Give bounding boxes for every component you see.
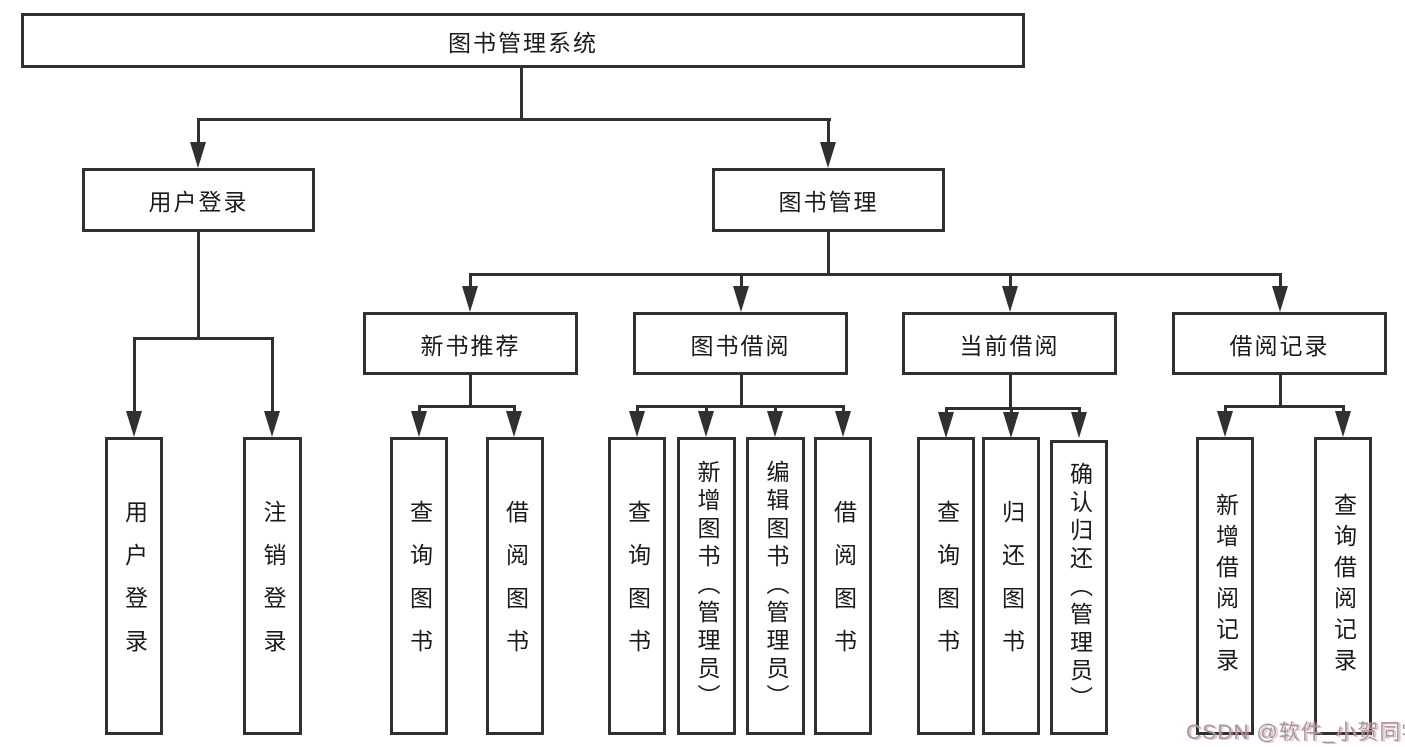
connector-current-stem — [1009, 375, 1012, 407]
connector-book-mgmt-branch — [469, 273, 1282, 276]
connector-stub — [469, 273, 472, 287]
leaf-logout-login: 注销登录 — [243, 437, 302, 735]
leaf-query-books-current: 查询图书 — [917, 437, 975, 735]
arrowhead — [820, 142, 836, 168]
arrowhead — [1335, 411, 1351, 437]
arrowhead — [1003, 412, 1019, 438]
connector-user-login-stem — [197, 232, 200, 337]
leaf-label: 确认归还（管理员） — [1066, 461, 1093, 714]
csdn-watermark: CSDN @软件_小贺同学 — [1186, 721, 1405, 744]
arrowhead — [506, 411, 522, 437]
leaf-label: 编辑图书（管理员） — [763, 460, 789, 712]
leaf-label: 查询图书 — [406, 500, 433, 672]
connector-records-branch — [1224, 405, 1345, 408]
arrowhead — [126, 411, 142, 437]
connector-stub — [513, 405, 516, 413]
leaf-add-book-admin: 新增图书（管理员） — [677, 437, 736, 735]
connector-stub — [1342, 405, 1345, 413]
leaf-label: 借阅图书 — [502, 500, 529, 672]
node-user-login: 用户登录 — [82, 168, 315, 232]
connector-stub — [133, 337, 136, 411]
leaf-query-books-recommend: 查询图书 — [390, 437, 448, 735]
connector-recommend-branch — [418, 405, 516, 408]
arrowhead — [1217, 411, 1233, 437]
arrowhead — [1272, 286, 1288, 312]
connector-records-stem — [1279, 375, 1282, 405]
leaf-borrow-books: 借阅图书 — [814, 437, 872, 735]
connector-stub — [945, 407, 948, 415]
arrowhead — [733, 286, 749, 312]
connector-stub — [1224, 405, 1227, 413]
leaf-query-books-borrow: 查询图书 — [608, 437, 666, 735]
connector-stub — [1078, 407, 1081, 415]
arrowhead — [264, 411, 280, 437]
arrowhead — [462, 286, 478, 312]
connector-stub — [740, 273, 743, 287]
leaf-label: 查询借阅记录 — [1330, 493, 1357, 679]
connector-root-branch — [197, 118, 831, 121]
leaf-confirm-return-admin: 确认归还（管理员） — [1050, 440, 1108, 735]
connector-stub — [705, 405, 708, 413]
arrowhead — [190, 142, 206, 168]
connector-book-mgmt-stem — [827, 232, 830, 273]
connector-borrow-stem — [740, 375, 743, 405]
connector-stub — [842, 405, 845, 413]
leaf-return-book: 归还图书 — [982, 437, 1040, 735]
arrowhead — [938, 412, 954, 438]
connector-stub — [418, 405, 421, 413]
connector-stub — [774, 405, 777, 413]
leaf-label: 注销登录 — [260, 500, 286, 672]
connector-stub — [271, 337, 274, 411]
connector-stub — [1010, 407, 1013, 415]
node-borrow-records: 借阅记录 — [1172, 312, 1387, 375]
node-new-book-recommend: 新书推荐 — [363, 312, 578, 375]
arrowhead — [411, 411, 427, 437]
leaf-label: 查询图书 — [933, 500, 960, 672]
arrowhead — [1002, 286, 1018, 312]
leaf-label: 查询图书 — [624, 500, 651, 672]
leaf-edit-book-admin: 编辑图书（管理员） — [746, 437, 805, 735]
arrowhead — [835, 411, 851, 437]
connector-user-login-branch — [133, 337, 274, 340]
node-current-borrow: 当前借阅 — [902, 312, 1117, 375]
connector-stub — [827, 118, 830, 144]
connector-root-stem — [520, 68, 523, 118]
node-root: 图书管理系统 — [21, 13, 1025, 68]
leaf-label: 新增借阅记录 — [1212, 493, 1239, 679]
arrowhead — [629, 411, 645, 437]
node-book-management: 图书管理 — [712, 168, 945, 232]
arrowhead — [767, 411, 783, 437]
leaf-user-login: 用户登录 — [105, 437, 163, 735]
connector-stub — [197, 118, 200, 144]
leaf-add-borrow-record: 新增借阅记录 — [1196, 437, 1254, 735]
leaf-borrow-books-recommend: 借阅图书 — [486, 437, 544, 735]
leaf-label: 新增图书（管理员） — [694, 460, 720, 712]
leaf-label: 用户登录 — [121, 500, 148, 672]
connector-stub — [636, 405, 639, 413]
arrowhead — [698, 411, 714, 437]
connector-borrow-branch — [636, 405, 845, 408]
leaf-query-borrow-record: 查询借阅记录 — [1314, 437, 1372, 735]
connector-stub — [1009, 273, 1012, 287]
arrowhead — [1071, 412, 1087, 438]
connector-current-branch — [945, 407, 1081, 410]
connector-stub — [1279, 273, 1282, 287]
node-book-borrow: 图书借阅 — [633, 312, 848, 375]
leaf-label: 归还图书 — [998, 500, 1025, 672]
connector-recommend-stem — [469, 375, 472, 405]
leaf-label: 借阅图书 — [830, 500, 857, 672]
